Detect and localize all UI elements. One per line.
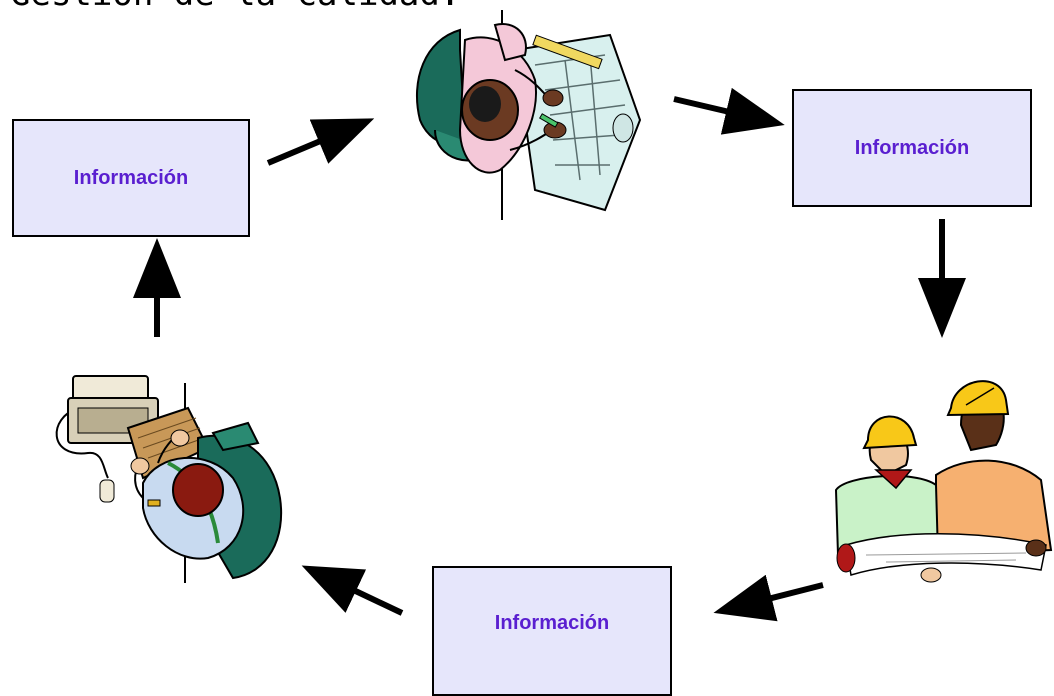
info-box-left-label: Información [73,166,189,189]
info-box-left: Información [12,119,250,237]
info-box-bottom-label: Información [494,612,610,634]
arrow-bottom-to-left [301,565,404,616]
info-box-right-label: Información [854,136,970,159]
arrow-left-to-top [266,118,375,166]
info-box-right: Información [792,89,1032,207]
designer-at-drafting-table-icon [415,10,642,220]
arrow-workers-to-bottom [713,574,824,622]
cycle-arrows [133,87,966,622]
arrow-top-to-right [673,87,785,135]
page-title: Gestión de la calidad. [10,0,460,14]
person-at-computer-icon [55,375,283,583]
construction-workers-with-plan-icon [834,380,1053,583]
